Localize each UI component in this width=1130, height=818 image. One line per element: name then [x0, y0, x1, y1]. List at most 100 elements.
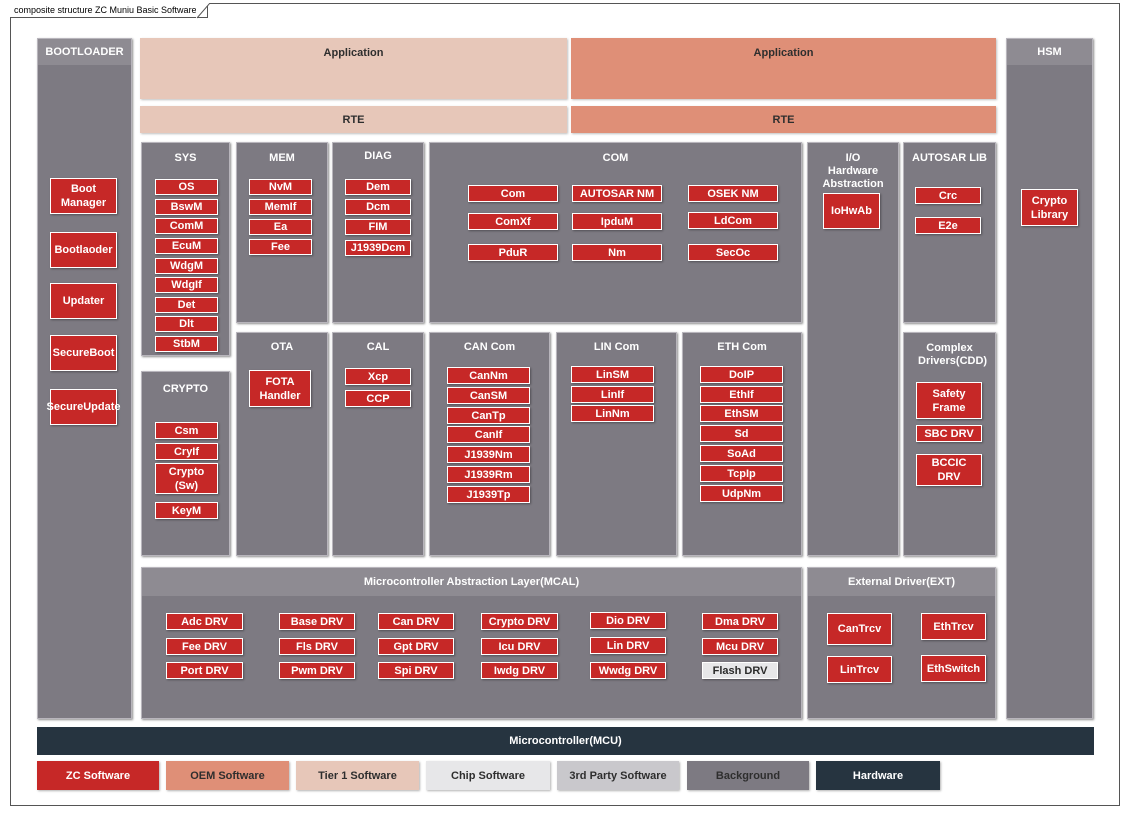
- fota-handler-box[interactable]: FOTA Handler: [249, 370, 311, 407]
- cansm-box[interactable]: CanSM: [447, 387, 530, 404]
- j1939tp-box[interactable]: J1939Tp: [447, 486, 530, 503]
- iwdg-drv-box[interactable]: Iwdg DRV: [481, 662, 558, 679]
- secureboot-box[interactable]: SecureBoot: [50, 335, 117, 371]
- dma-drv-box[interactable]: Dma DRV: [702, 613, 778, 630]
- bswm-box[interactable]: BswM: [155, 199, 218, 215]
- icu-drv-box[interactable]: Icu DRV: [481, 638, 558, 655]
- sbc-drv-box[interactable]: SBC DRV: [916, 425, 982, 442]
- cantp-box[interactable]: CanTp: [447, 407, 530, 424]
- j1939nm-box[interactable]: J1939Nm: [447, 446, 530, 463]
- lin-drv-box[interactable]: Lin DRV: [590, 637, 666, 654]
- cannm-box[interactable]: CanNm: [447, 367, 530, 384]
- adc-drv-box[interactable]: Adc DRV: [166, 613, 243, 630]
- flash-drv-box[interactable]: Flash DRV: [702, 662, 778, 679]
- ethtrcv-box[interactable]: EthTrcv: [921, 613, 986, 640]
- csm-box[interactable]: Csm: [155, 422, 218, 439]
- ethswitch-box[interactable]: EthSwitch: [921, 655, 986, 682]
- wdgm-box[interactable]: WdgM: [155, 258, 218, 274]
- fls-drv-box[interactable]: Fls DRV: [279, 638, 355, 655]
- bootloader-box[interactable]: Bootlaoder: [50, 232, 117, 268]
- sd-box[interactable]: Sd: [700, 425, 783, 442]
- crypto-sw-box[interactable]: Crypto (Sw): [155, 463, 218, 494]
- soad-box[interactable]: SoAd: [700, 445, 783, 462]
- updater-box[interactable]: Updater: [50, 283, 117, 319]
- iohwab-box[interactable]: IoHwAb: [823, 193, 880, 229]
- comxf-box[interactable]: ComXf: [468, 213, 558, 230]
- com-box[interactable]: Com: [468, 185, 558, 202]
- nvm-box[interactable]: NvM: [249, 179, 312, 195]
- memif-box[interactable]: MemIf: [249, 199, 312, 215]
- base-drv-box[interactable]: Base DRV: [279, 613, 355, 630]
- osek-nm-box[interactable]: OSEK NM: [688, 185, 778, 202]
- diagram-frame: [10, 3, 1120, 806]
- linsm-box[interactable]: LinSM: [571, 366, 654, 383]
- pdur-box[interactable]: PduR: [468, 244, 558, 261]
- wwdg-drv-box[interactable]: Wwdg DRV: [590, 662, 666, 679]
- linnm-box[interactable]: LinNm: [571, 405, 654, 422]
- application-oem: Application: [571, 38, 996, 99]
- dio-drv-box[interactable]: Dio DRV: [590, 612, 666, 629]
- fee-box[interactable]: Fee: [249, 239, 312, 255]
- com-title: COM: [602, 152, 629, 164]
- can-drv-box[interactable]: Can DRV: [378, 613, 454, 630]
- diag-title: DIAG: [364, 150, 392, 162]
- sys-title: SYS: [174, 152, 197, 164]
- cryif-box[interactable]: CryIf: [155, 443, 218, 460]
- tcpip-box[interactable]: TcpIp: [700, 465, 783, 482]
- udpnm-box[interactable]: UdpNm: [700, 485, 783, 502]
- fee-drv-box[interactable]: Fee DRV: [166, 638, 243, 655]
- doip-box[interactable]: DoIP: [700, 366, 783, 383]
- legend-chip-software: Chip Software: [426, 761, 550, 790]
- crypto-drv-box[interactable]: Crypto DRV: [481, 613, 558, 630]
- ea-box[interactable]: Ea: [249, 219, 312, 235]
- xcp-box[interactable]: Xcp: [345, 368, 411, 385]
- lintrcv-box[interactable]: LinTrcv: [827, 656, 892, 683]
- boot-manager-box[interactable]: Boot Manager: [50, 178, 117, 214]
- mcal-title: Microcontroller Abstraction Layer(MCAL): [142, 568, 801, 596]
- spi-drv-box[interactable]: Spi DRV: [378, 662, 454, 679]
- nm-box[interactable]: Nm: [572, 244, 662, 261]
- dcm-box[interactable]: Dcm: [345, 199, 411, 215]
- lin-com-title: LIN Com: [593, 341, 640, 353]
- comm-box[interactable]: ComM: [155, 218, 218, 234]
- ipdum-box[interactable]: IpduM: [572, 213, 662, 230]
- ethsm-box[interactable]: EthSM: [700, 405, 783, 422]
- bootloader-title: BOOTLOADER: [38, 39, 131, 65]
- ecum-box[interactable]: EcuM: [155, 238, 218, 254]
- e2e-box[interactable]: E2e: [915, 217, 981, 234]
- mcu-drv-box[interactable]: Mcu DRV: [702, 638, 778, 655]
- legend-tier1-software: Tier 1 Software: [296, 761, 419, 790]
- bccic-drv-box[interactable]: BCCIC DRV: [916, 454, 982, 486]
- autosar-nm-box[interactable]: AUTOSAR NM: [572, 185, 662, 202]
- dem-box[interactable]: Dem: [345, 179, 411, 195]
- tab-notch: [196, 3, 210, 19]
- gpt-drv-box[interactable]: Gpt DRV: [378, 638, 454, 655]
- ldcom-box[interactable]: LdCom: [688, 212, 778, 229]
- wdgif-box[interactable]: WdgIf: [155, 277, 218, 293]
- ccp-box[interactable]: CCP: [345, 390, 411, 407]
- det-box[interactable]: Det: [155, 297, 218, 313]
- mem-title: MEM: [269, 152, 295, 164]
- ethif-box[interactable]: EthIf: [700, 386, 783, 403]
- safety-frame-box[interactable]: Safety Frame: [916, 382, 982, 419]
- autosar-lib-title: AUTOSAR LIB: [912, 152, 987, 164]
- keym-box[interactable]: KeyM: [155, 502, 218, 519]
- canif-box[interactable]: CanIf: [447, 426, 530, 443]
- hsm-panel: HSM: [1006, 38, 1093, 719]
- secureupdate-box[interactable]: SecureUpdate: [47, 389, 121, 425]
- port-drv-box[interactable]: Port DRV: [166, 662, 243, 679]
- cantrcv-box[interactable]: CanTrcv: [827, 613, 892, 645]
- secoc-box[interactable]: SecOc: [688, 244, 778, 261]
- linif-box[interactable]: LinIf: [571, 386, 654, 403]
- crypto-library-box[interactable]: Crypto Library: [1021, 189, 1078, 226]
- pwm-drv-box[interactable]: Pwm DRV: [279, 662, 355, 679]
- dlt-box[interactable]: Dlt: [155, 316, 218, 332]
- fim-box[interactable]: FIM: [345, 219, 411, 235]
- diagram-title: composite structure ZC Muniu Basic Softw…: [10, 3, 208, 18]
- stbm-box[interactable]: StbM: [155, 336, 218, 352]
- cdd-title: Complex Drivers(CDD): [918, 342, 988, 367]
- j1939rm-box[interactable]: J1939Rm: [447, 466, 530, 483]
- os-box[interactable]: OS: [155, 179, 218, 195]
- crc-box[interactable]: Crc: [915, 187, 981, 204]
- j1939dcm-box[interactable]: J1939Dcm: [345, 240, 411, 256]
